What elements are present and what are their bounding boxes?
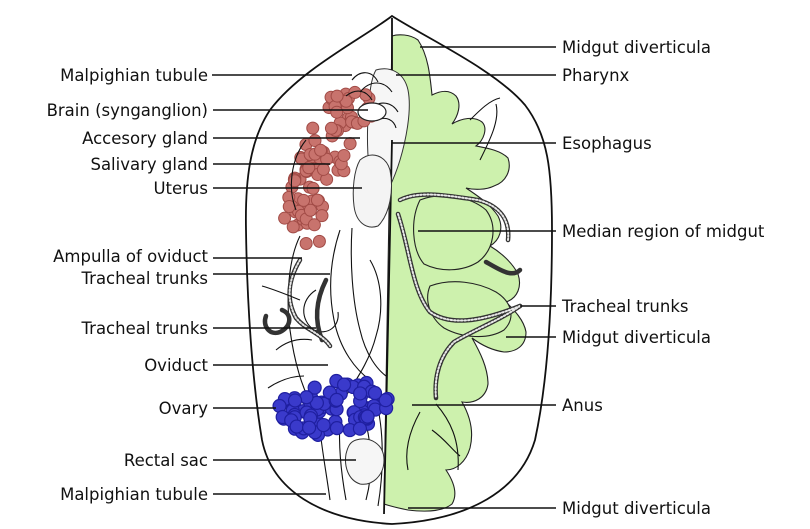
rectal-sac (346, 439, 384, 484)
salivary-gland-lobule (304, 204, 316, 216)
salivary-gland-lobule (279, 212, 291, 224)
label-brain: Brain (synganglion) (47, 101, 208, 120)
uterus (353, 155, 391, 227)
salivary-gland-lobule (331, 106, 343, 118)
label-malpighian-tubule-top: Malpighian tubule (60, 66, 208, 85)
midgut-median-region (414, 196, 493, 270)
labels-left: Malpighian tubule Brain (synganglion) Ac… (47, 66, 209, 504)
label-malpighian-tubule-bottom: Malpighian tubule (60, 485, 208, 504)
salivary-gland-lobule (289, 175, 301, 187)
ovary-egg (353, 422, 366, 435)
label-accessory-gland: Accesory gland (82, 129, 208, 148)
label-ovary: Ovary (159, 399, 209, 418)
label-salivary-gland: Salivary gland (90, 155, 208, 174)
salivary-gland-lobule (307, 122, 319, 134)
labels-right: Midgut diverticula Pharynx Esophagus Med… (561, 38, 765, 518)
label-median-region-of-midgut: Median region of midgut (562, 222, 765, 241)
label-pharynx: Pharynx (562, 66, 630, 85)
ovary-egg (303, 421, 316, 434)
salivary-gland-lobule (313, 235, 325, 247)
ovary-egg (330, 422, 343, 435)
ovary-egg (317, 419, 330, 432)
salivary-gland-lobule (338, 149, 350, 161)
label-midgut-diverticula-top: Midgut diverticula (562, 38, 711, 57)
label-midgut-diverticula-mid: Midgut diverticula (562, 328, 711, 347)
label-tracheal-trunks-left-2: Tracheal trunks (81, 319, 209, 338)
salivary-gland-lobule (308, 219, 320, 231)
salivary-gland-lobule (317, 163, 329, 175)
ovary-cluster (273, 375, 394, 442)
salivary-gland-lobule (325, 122, 337, 134)
label-esophagus: Esophagus (562, 134, 652, 153)
ovary-egg (330, 393, 343, 406)
label-anus: Anus (562, 396, 603, 415)
ovary-egg (338, 378, 351, 391)
label-rectal-sac: Rectal sac (124, 451, 208, 470)
salivary-gland-lobule (311, 194, 323, 206)
salivary-gland-lobule (331, 90, 343, 102)
brain-synganglion (358, 103, 386, 121)
ovary-egg (361, 410, 374, 423)
label-oviduct: Oviduct (144, 356, 208, 375)
label-ampulla-of-oviduct: Ampulla of oviduct (53, 247, 208, 266)
ovary-egg (354, 387, 367, 400)
salivary-gland-lobule (344, 138, 356, 150)
ovary-egg (290, 420, 303, 433)
label-midgut-diverticula-bottom: Midgut diverticula (562, 499, 711, 518)
label-tracheal-trunks-left-1: Tracheal trunks (81, 269, 209, 288)
label-tracheal-trunks-right: Tracheal trunks (561, 297, 689, 316)
label-uterus: Uterus (153, 179, 208, 198)
tracheal-branches-left (262, 286, 312, 388)
salivary-gland-lobule (300, 237, 312, 249)
ovary-egg (289, 394, 302, 407)
ovary-egg (369, 387, 382, 400)
salivary-gland-lobule (315, 144, 327, 156)
tracheal-trunks-left (265, 260, 330, 346)
